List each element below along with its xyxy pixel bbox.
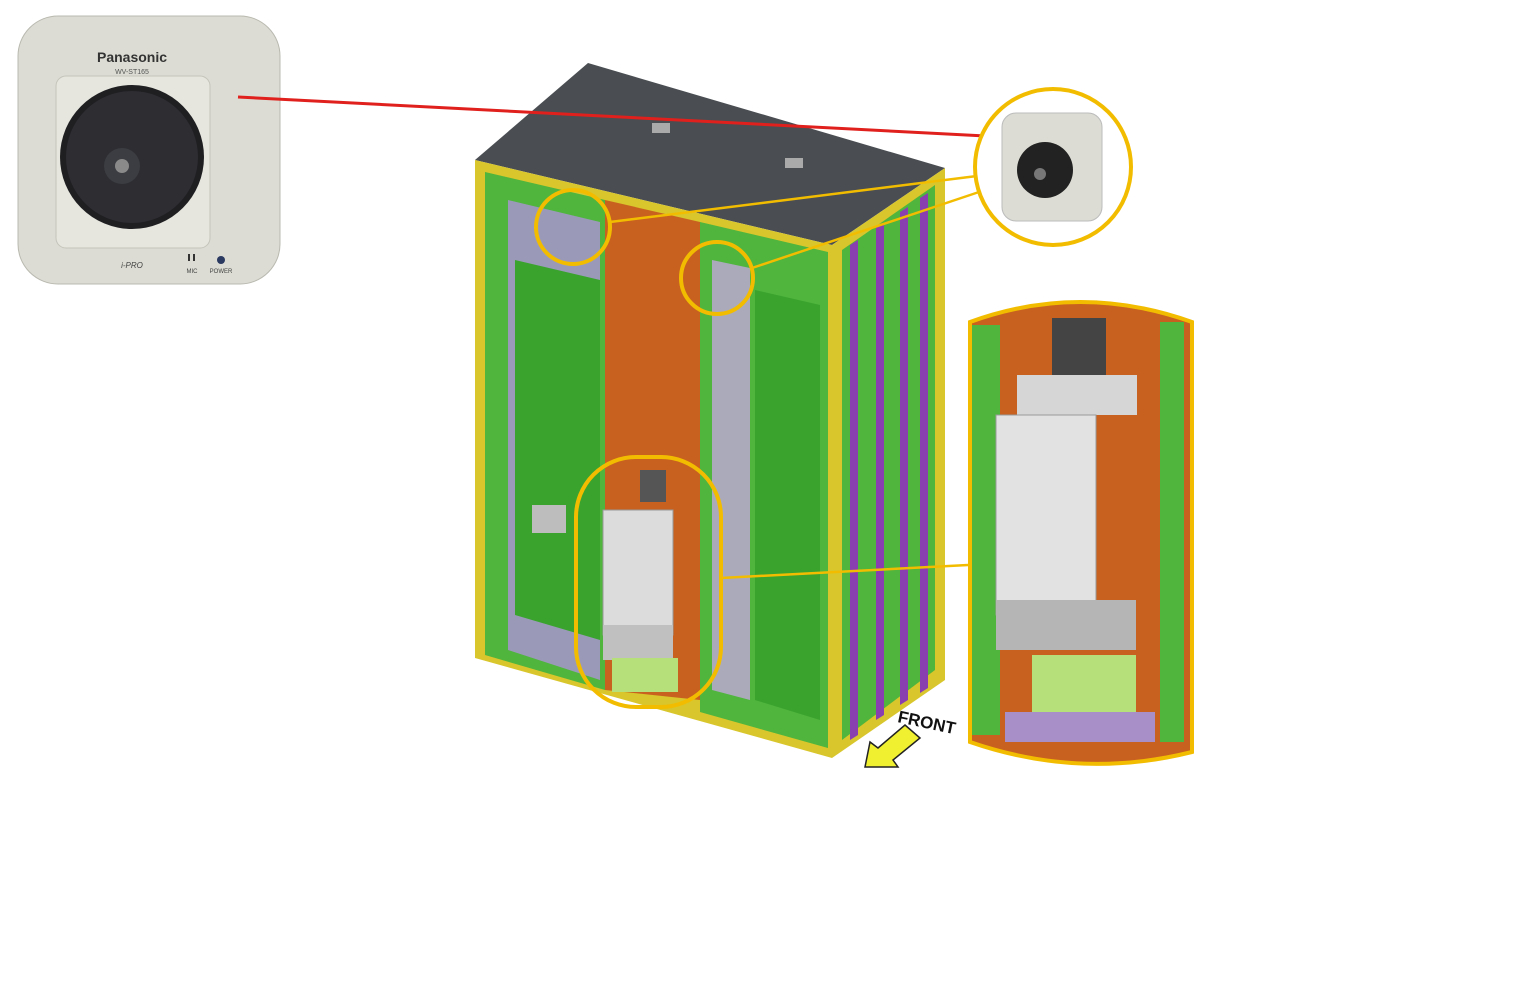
camera-detail [973, 87, 1133, 247]
mic-label: MIC [187, 269, 199, 275]
callouts [534, 173, 986, 709]
camera-logo: i-PRO [121, 261, 143, 270]
leader-line-red [237, 95, 1006, 139]
camera-photo: Panasonic WV-ST165 i-PRO MIC POWER [17, 15, 281, 285]
power-label: POWER [210, 269, 233, 275]
power-led-icon [217, 256, 225, 264]
front-arrow-icon [864, 724, 922, 768]
power-unit-detail [968, 300, 1194, 766]
camera-model: WV-ST165 [115, 69, 149, 76]
callout-power-unit [574, 455, 723, 709]
cabinet [475, 63, 945, 758]
camera-brand: Panasonic [97, 49, 167, 65]
callout-camera-2 [679, 240, 755, 316]
callout-camera-1 [534, 188, 612, 266]
cabinet-top [475, 63, 945, 245]
